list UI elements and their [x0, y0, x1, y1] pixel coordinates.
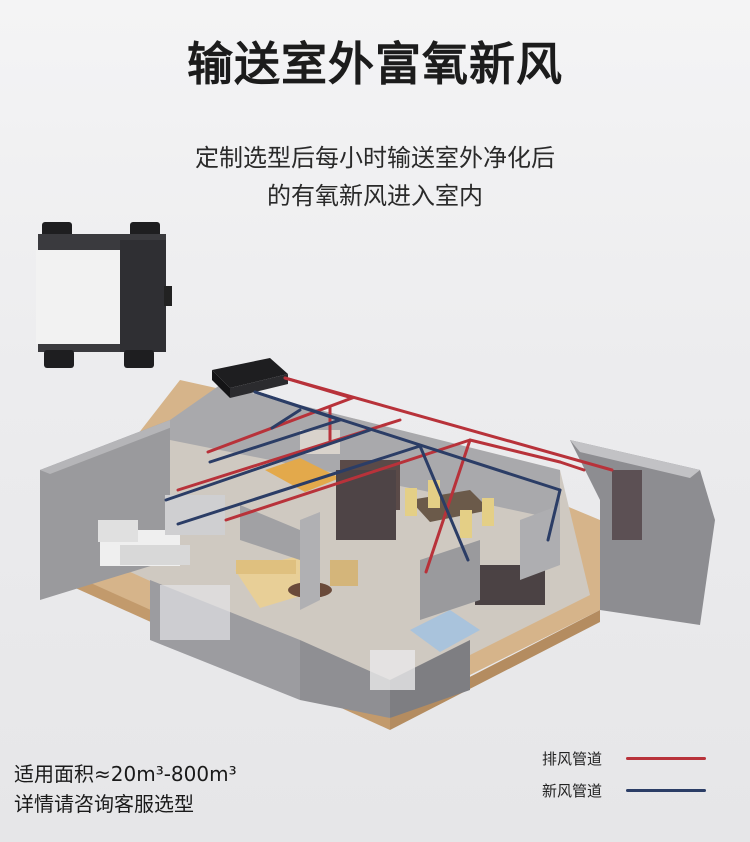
ventilator-unit-image: [36, 222, 172, 368]
legend-fresh: 新风管道: [542, 780, 706, 801]
right-annex: [570, 440, 715, 625]
subtitle-line-1: 定制选型后每小时输送室外净化后: [195, 144, 555, 172]
legend-fresh-label: 新风管道: [542, 782, 603, 800]
legend-exhaust: 排风管道: [542, 748, 706, 769]
legend-exhaust-label: 排风管道: [542, 750, 603, 768]
ceiling-ventilator: [212, 358, 288, 398]
consult-text: 详情请咨询客服选型: [14, 792, 194, 816]
fresh-air-ducts: [164, 390, 562, 562]
subtitle-line-2: 的有氧新风进入室内: [267, 182, 483, 210]
area-range-text: 适用面积≈20m³-800m³: [14, 762, 237, 786]
back-wall: [170, 385, 560, 520]
exhaust-ducts: [176, 376, 614, 574]
legend-fresh-swatch: [626, 789, 706, 792]
legend-exhaust-swatch: [626, 757, 706, 760]
page-title: 输送室外富氧新风: [187, 37, 563, 91]
